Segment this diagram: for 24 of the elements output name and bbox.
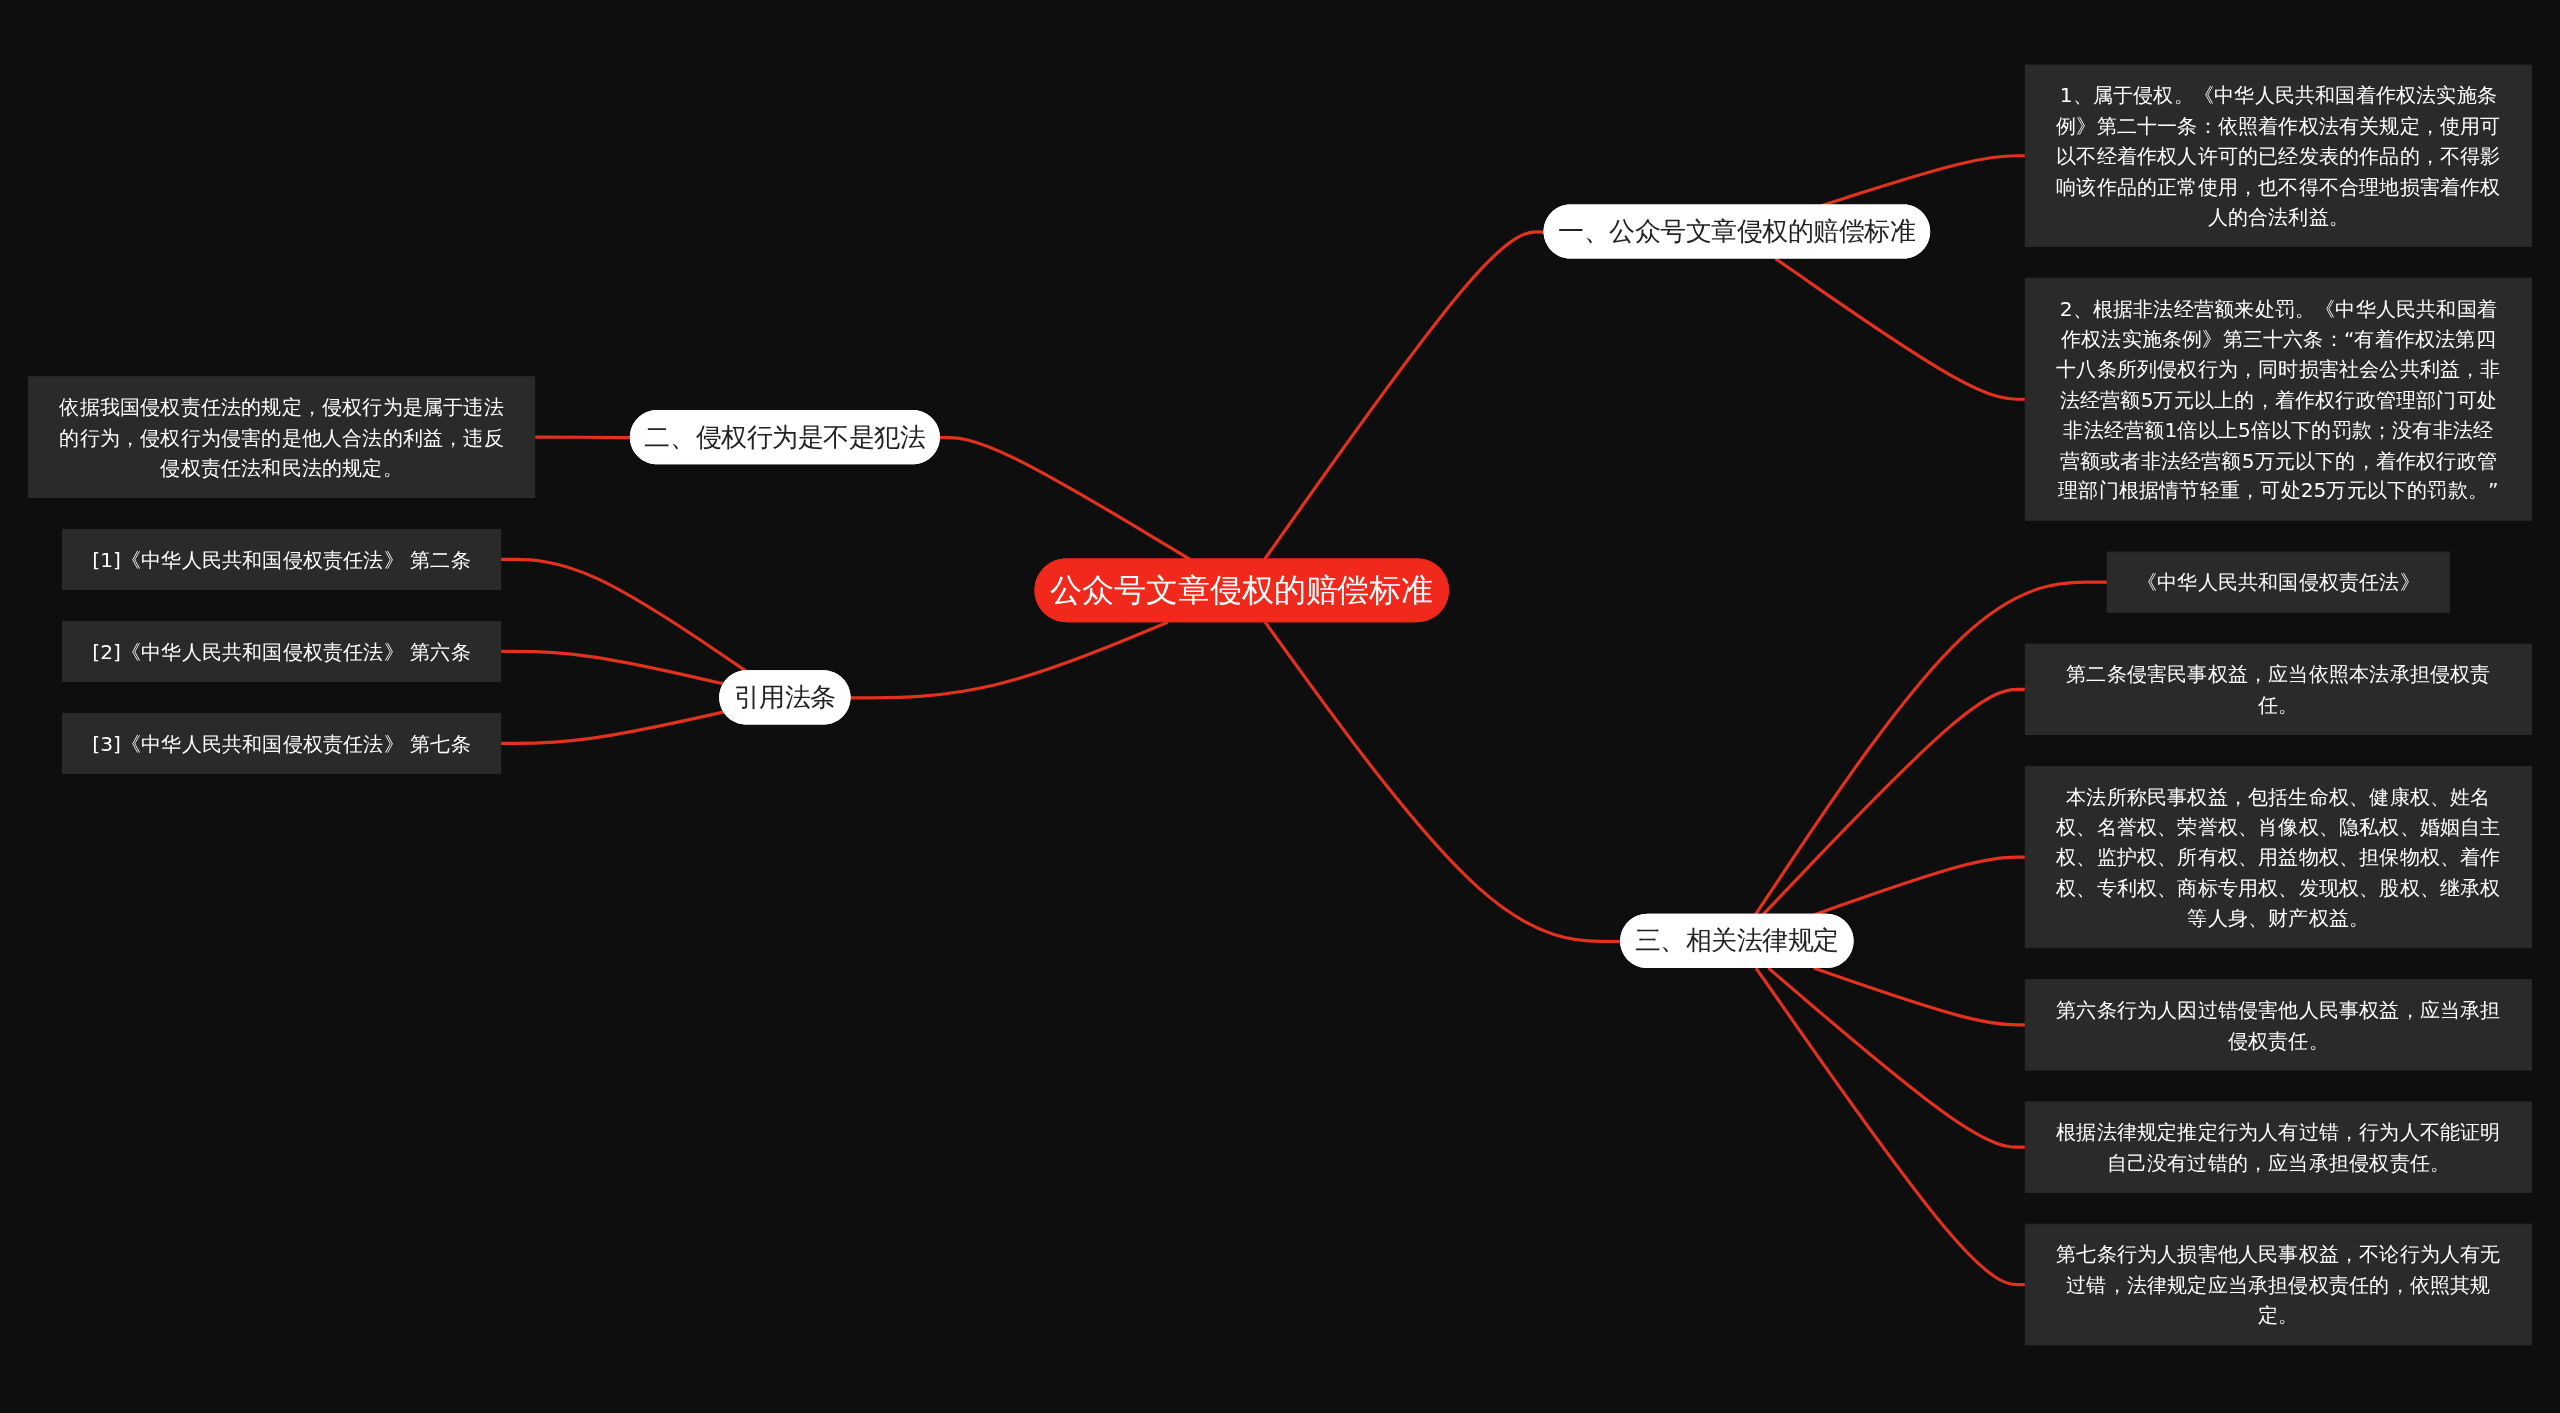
- connector: [850, 620, 1169, 700]
- connector: [1813, 966, 2026, 1026]
- node-box: 1、属于侵权。《中华人民共和国着作权法实施条例》第二十一条：依照着作权法有关规定，使用可以不经着作权人许可的已经发表的作品的，不得影响该作品的正常使用，也不得不合理地损害着作权人的合法利益。: [2024, 64, 2532, 247]
- node-box: 根据法律规定推定行为人有过错，行为人不能证明自己没有过错的，应当承担侵权责任。: [2024, 1100, 2532, 1193]
- connector: [1753, 580, 2108, 916]
- node-box: 第七条行为人损害他人民事权益，不论行为人有无过错，法律规定应当承担侵权责任的，依照其规定。: [2024, 1223, 2532, 1345]
- node-box: 第六条行为人因过错侵害他人民事权益，应当承担侵权责任。: [2024, 978, 2532, 1071]
- connector: [1754, 966, 2026, 1286]
- node-box: 2、根据非法经营额来处罚。《中华人民共和国着作权法实施条例》第三十六条：“有着作权法第四十八条所列侵权行为，同时损害社会公共利益，非法经营额5万元以上的，着作权行政管理部门可处非法经营额1倍以上5倍以下的罚款；没有非法经营额或者非法经营额5万元以下的，着作权行政管理部门根据情节轻重，可处25万元以下的罚款。”: [2024, 277, 2532, 521]
- connector: [500, 649, 725, 686]
- node-box: [2]《中华人民共和国侵权责任法》 第六条: [62, 620, 502, 682]
- node-box: [3]《中华人民共和国侵权责任法》 第七条: [62, 712, 502, 774]
- connector: [534, 435, 631, 439]
- connector: [500, 709, 725, 745]
- node-box: [1]《中华人民共和国侵权责任法》 第二条: [62, 528, 502, 590]
- connector: [500, 557, 748, 673]
- connector: [1767, 966, 2026, 1149]
- connector: [1774, 256, 2026, 401]
- node-box: 《中华人民共和国侵权责任法》: [2106, 551, 2451, 613]
- connector: [1263, 229, 1545, 560]
- connector: [1761, 687, 2026, 916]
- node-box: 第二条侵害民事权益，应当依照本法承担侵权责任。: [2024, 643, 2532, 735]
- node-box: 依据我国侵权责任法的规定，侵权行为是属于违法的行为，侵权行为侵害的是他人合法的利益，违反侵权责任法和民法的规定。: [28, 375, 536, 498]
- node-box: 本法所称民事权益，包括生命权、健康权、姓名权、名誉权、荣誉权、肖像权、隐私权、婚姻自主权、监护权、所有权、用益物权、担保物权、着作权、专利权、商标专用权、发现权、股权、继承权等人身、财产权益。: [2024, 765, 2532, 948]
